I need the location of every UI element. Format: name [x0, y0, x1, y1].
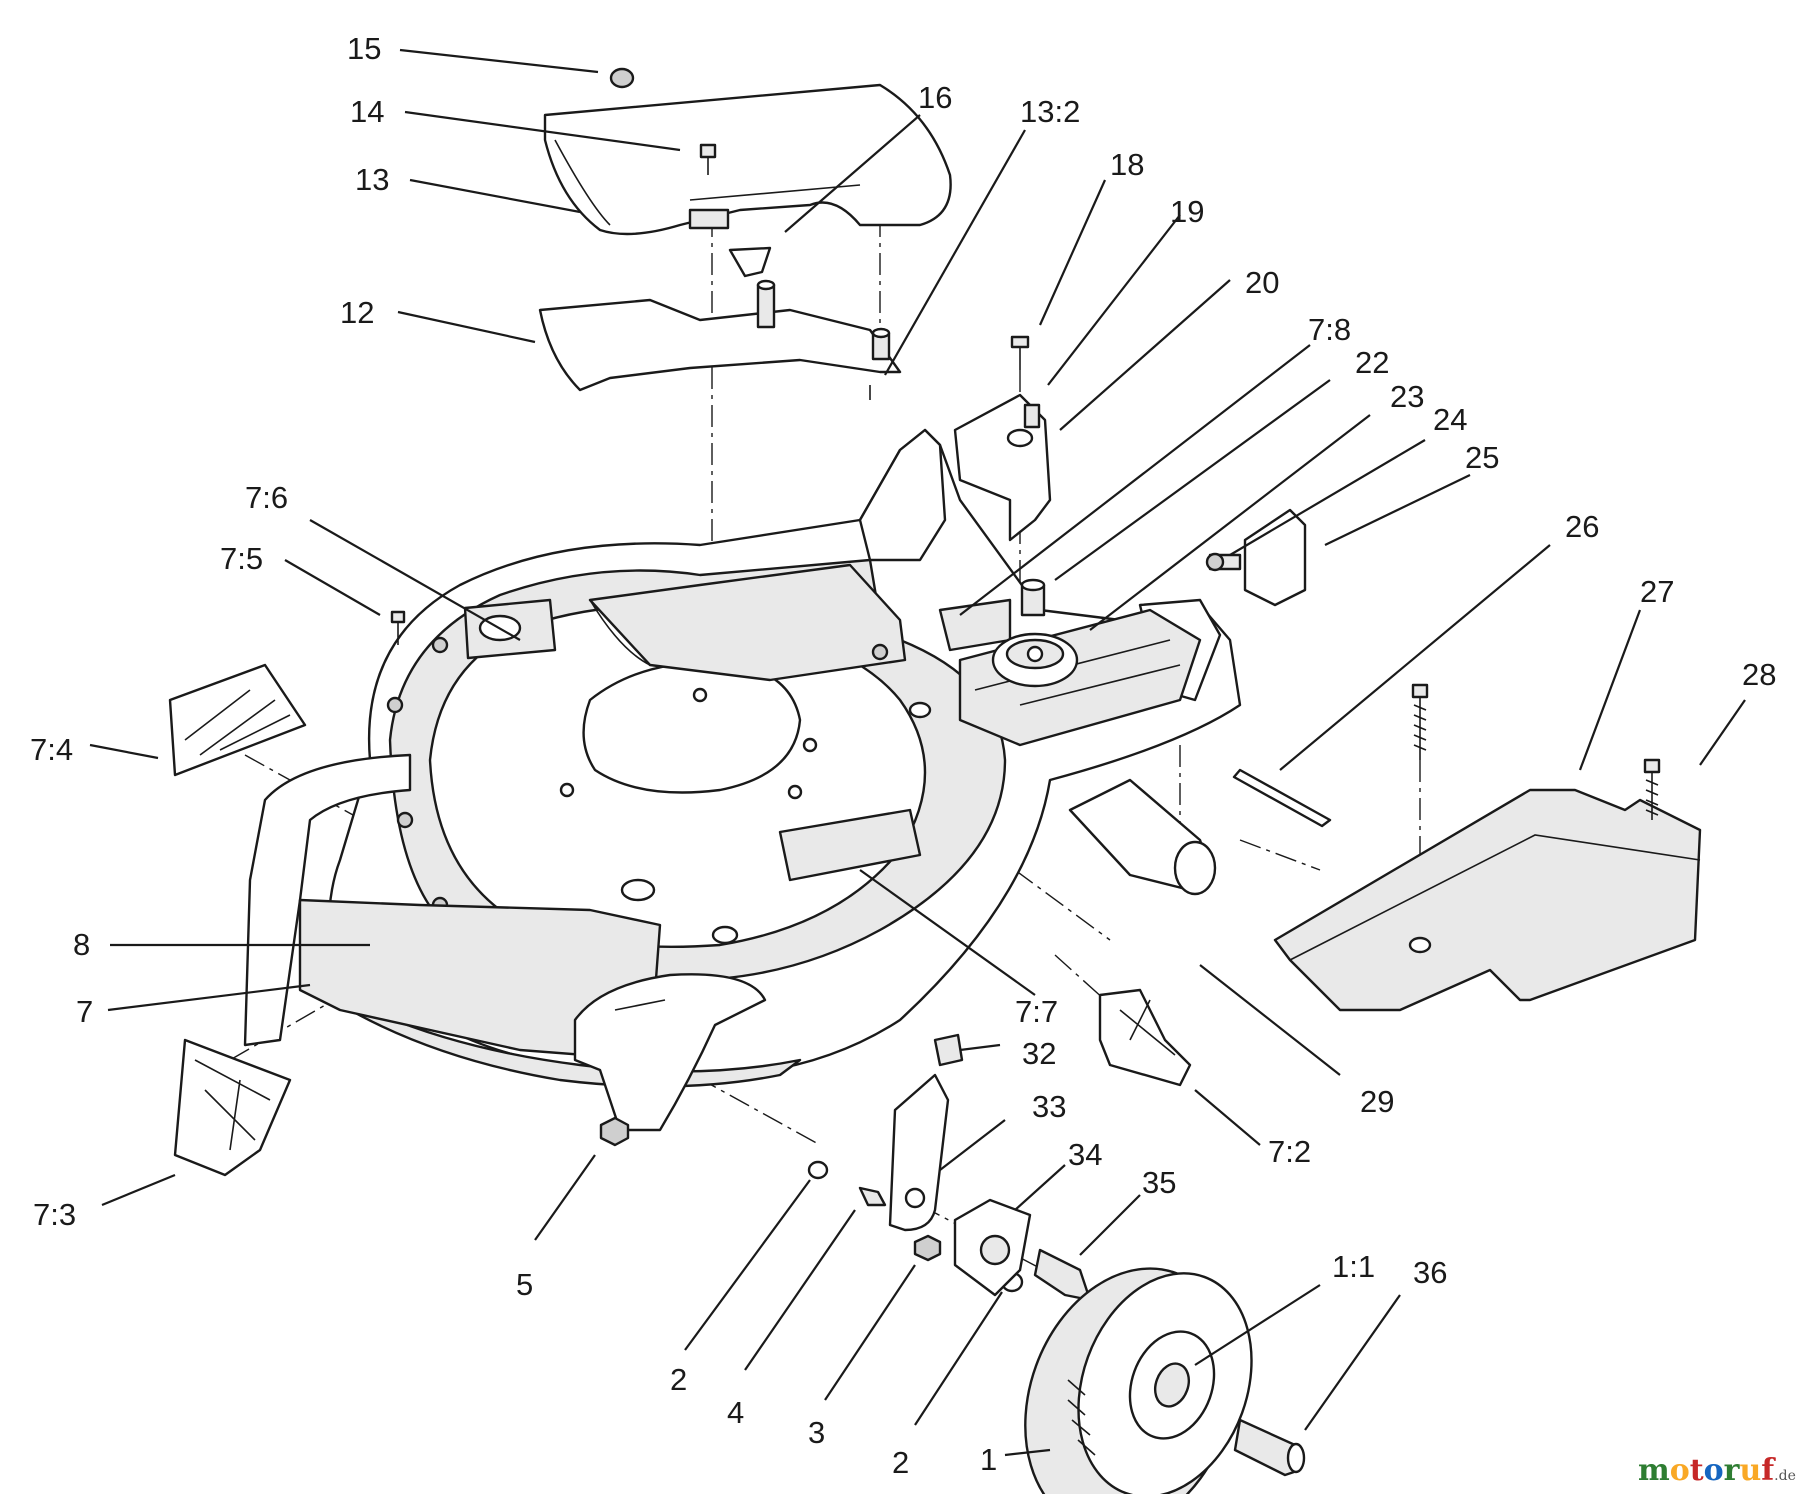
screw-4: [858, 1186, 887, 1207]
watermark-suffix: .de: [1774, 1468, 1796, 1484]
callout-26: 26: [1565, 509, 1599, 544]
callout-12: 12: [340, 295, 374, 330]
callout-18: 18: [1110, 147, 1144, 182]
cover-knob: [609, 67, 635, 89]
callout-14: 14: [350, 94, 384, 129]
nut-5: [599, 1116, 630, 1147]
watermark-letter: m: [1638, 1453, 1670, 1488]
callout-7-2: 7:2: [1268, 1134, 1311, 1169]
hinge-bracket: [538, 279, 902, 400]
side-bracket: [1205, 508, 1307, 607]
callout-1-1: 1:1: [1332, 1249, 1375, 1284]
callout-2-right: 2: [892, 1445, 909, 1480]
rear-plate-bolt-left: [1411, 683, 1429, 760]
watermark-letter: f: [1761, 1453, 1776, 1488]
rear-plate: [1273, 788, 1702, 1012]
callout-3: 3: [808, 1415, 825, 1450]
wheel-mount-34: [953, 1198, 1032, 1297]
callout-19: 19: [1170, 194, 1204, 229]
front-right-bumper-cap: [573, 973, 767, 1132]
callout-22: 22: [1355, 345, 1389, 380]
rear-door-cover: [543, 83, 952, 236]
wheel-1: [1024, 1267, 1253, 1494]
rear-tube: [1068, 778, 1217, 896]
callout-7-3: 7:3: [33, 1197, 76, 1232]
leader-lines: [89, 48, 1746, 1457]
callout-23: 23: [1390, 379, 1424, 414]
callout-15: 15: [347, 31, 381, 66]
callout-2-left: 2: [670, 1362, 687, 1397]
hinge-spring: [728, 246, 772, 278]
callout-32: 32: [1022, 1036, 1056, 1071]
callout-7-4: 7:4: [30, 732, 73, 767]
cover-screw: [699, 143, 717, 175]
watermark-letter: o: [1704, 1453, 1724, 1488]
right-front-guard-panel: [1098, 988, 1192, 1087]
callout-24: 24: [1433, 402, 1467, 437]
callout-36: 36: [1413, 1255, 1447, 1290]
rear-axle-rod: [1232, 768, 1332, 828]
watermark-letter: t: [1690, 1453, 1704, 1488]
callout-34: 34: [1068, 1137, 1102, 1172]
callout-7-6: 7:6: [245, 480, 288, 515]
callout-13: 13: [355, 162, 389, 197]
callout-35: 35: [1142, 1165, 1176, 1200]
callout-33: 33: [1032, 1089, 1066, 1124]
rear-bracket: [953, 335, 1052, 542]
callout-5: 5: [516, 1267, 533, 1302]
left-front-guard-panel: [173, 1038, 292, 1177]
deck-screw-7-5: [390, 610, 406, 645]
watermark-letter: r: [1724, 1453, 1741, 1488]
callout-28: 28: [1742, 657, 1776, 692]
callout-7: 7: [76, 994, 93, 1029]
left-rear-guard-panel: [168, 663, 307, 777]
wheel-bolt-36: [1233, 1418, 1306, 1477]
callout-labels: 15 14 13 16 13:2 18 19 20 12 7:8 22 23 2…: [30, 31, 1776, 1480]
watermark-letter: o: [1670, 1453, 1690, 1488]
callout-7-7: 7:7: [1015, 994, 1058, 1029]
height-adjust-bracket-33: [888, 1073, 950, 1232]
callout-29: 29: [1360, 1084, 1394, 1119]
callout-16: 16: [918, 80, 952, 115]
callout-8: 8: [73, 927, 90, 962]
callout-25: 25: [1465, 440, 1499, 475]
callout-20: 20: [1245, 265, 1279, 300]
nut-3: [913, 1234, 942, 1262]
front-bumper: [243, 753, 662, 1062]
callout-13-2: 13:2: [1020, 94, 1080, 129]
callout-7-8: 7:8: [1308, 312, 1351, 347]
watermark-logo: motoruf.de: [1638, 1453, 1796, 1488]
adjuster-knob-32: [933, 1033, 964, 1067]
callout-1: 1: [980, 1442, 997, 1477]
wheel-bolt-35: [1033, 1248, 1092, 1302]
washer-2-left: [807, 1160, 829, 1180]
callout-7-5: 7:5: [220, 541, 263, 576]
rear-plate-bolt-right: [1643, 758, 1661, 820]
callout-4: 4: [727, 1395, 744, 1430]
callout-27: 27: [1640, 574, 1674, 609]
watermark-letter: u: [1739, 1453, 1761, 1488]
